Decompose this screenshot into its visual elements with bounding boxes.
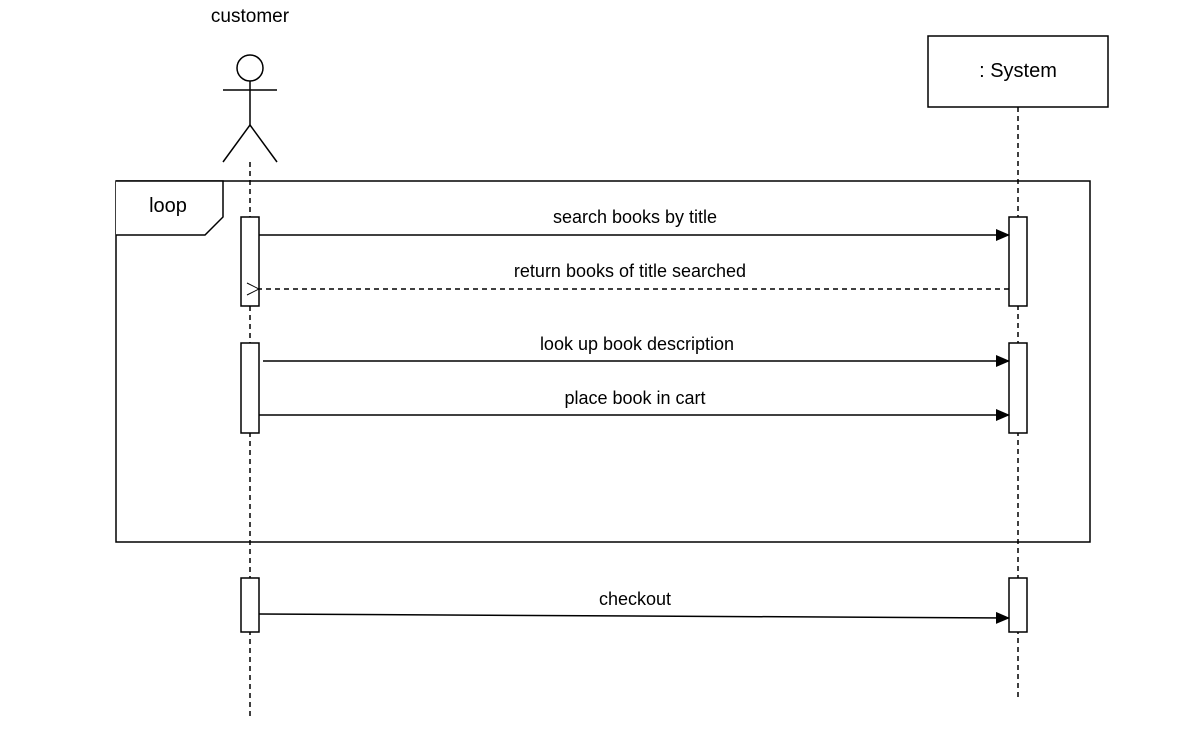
- message-arrow: [258, 611, 1010, 624]
- activation-customer-2: [240, 342, 260, 434]
- activation-customer-3: [240, 577, 260, 633]
- participant-system-label: : System: [979, 60, 1057, 82]
- message-label: search books by title: [553, 207, 717, 227]
- participant-system-box: [927, 35, 1109, 108]
- message-return-books[interactable]: return books of title searched: [259, 261, 1009, 289]
- actor-icon: [222, 54, 278, 163]
- activation-system-1: [1008, 216, 1028, 307]
- message-label: checkout: [599, 589, 671, 609]
- message-place-in-cart[interactable]: place book in cart: [259, 388, 1010, 421]
- loop-operator-label: loop: [149, 195, 187, 217]
- loop-operator-tab: [116, 180, 224, 236]
- participant-customer-label: customer: [211, 6, 290, 27]
- participant-customer[interactable]: customer: [211, 6, 290, 163]
- message-label: look up book description: [540, 334, 734, 354]
- loop-frame: [115, 180, 1091, 543]
- message-look-up-description[interactable]: look up book description: [263, 334, 1010, 367]
- participant-system[interactable]: : System: [927, 35, 1109, 108]
- activation-system-3: [1008, 577, 1028, 633]
- message-search-books[interactable]: search books by title: [259, 207, 1010, 241]
- activation-system-2: [1008, 342, 1028, 434]
- message-label: return books of title searched: [514, 261, 746, 281]
- loop-fragment[interactable]: loop: [115, 180, 1091, 543]
- message-checkout[interactable]: checkout: [258, 589, 1010, 624]
- message-label: place book in cart: [564, 388, 705, 408]
- activation-customer-1: [240, 216, 260, 307]
